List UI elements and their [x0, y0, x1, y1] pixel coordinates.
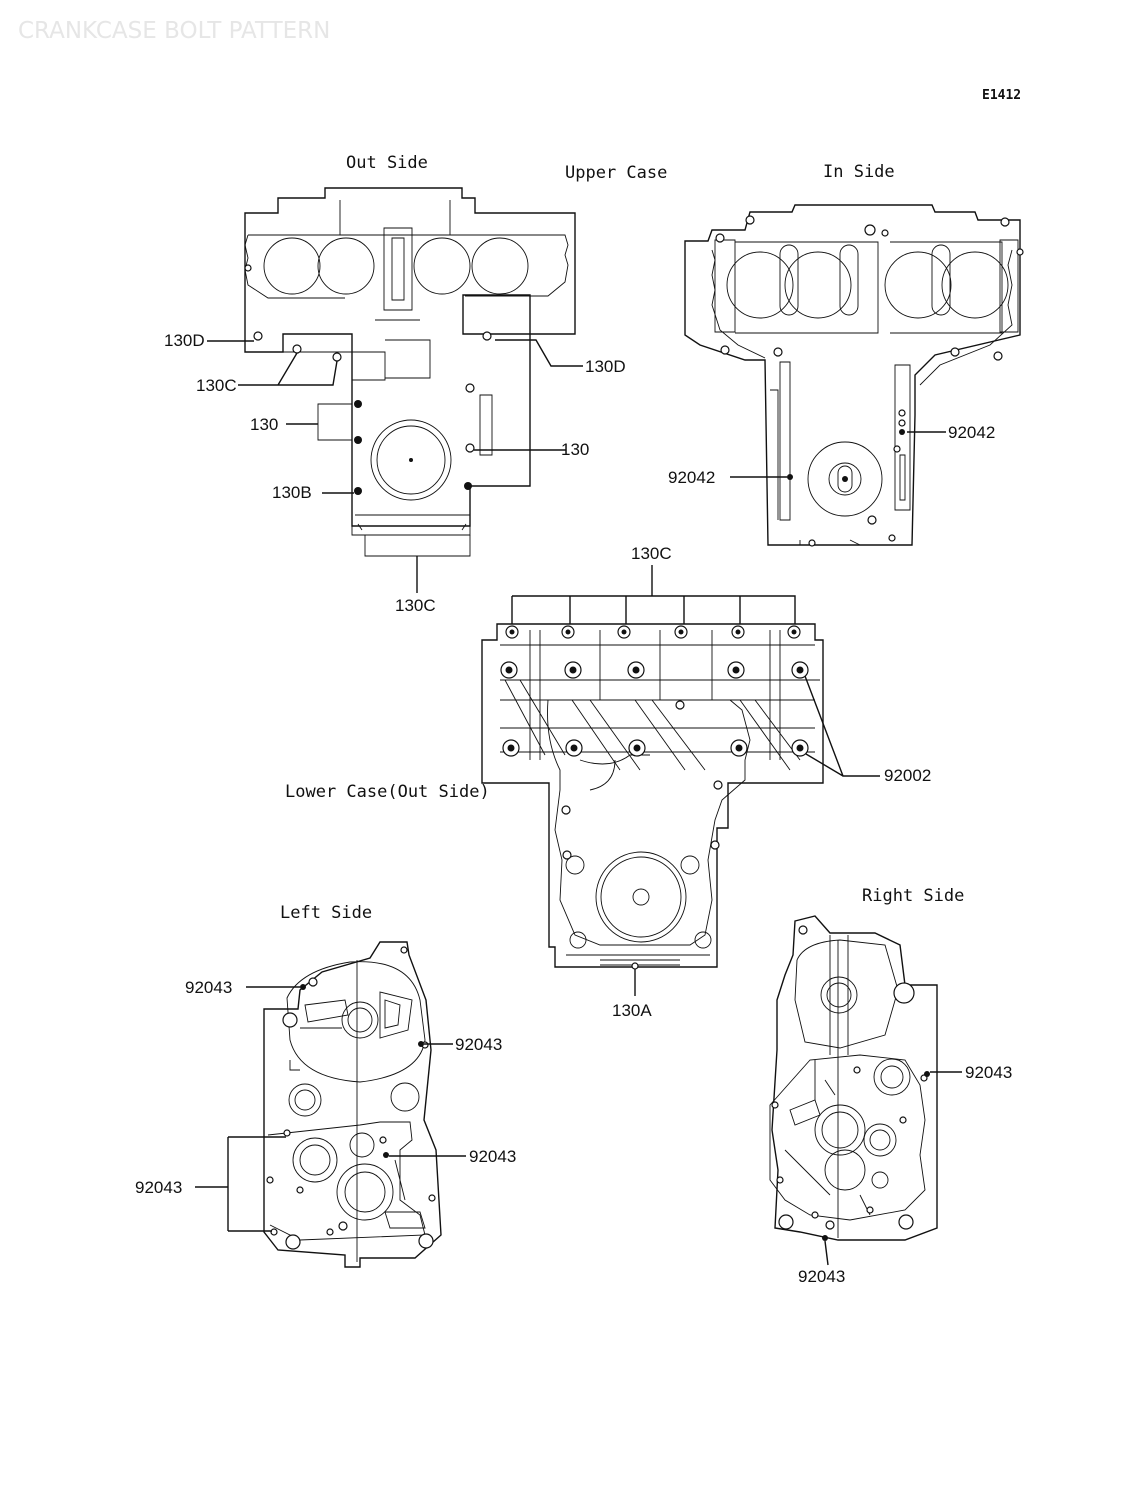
callout-130c-bottom: 130C: [395, 596, 436, 615]
right-side-drawing: [769, 915, 938, 1241]
callout-130d-left: 130D: [164, 331, 205, 350]
view-title-in-side: In Side: [823, 162, 895, 182]
view-title-left-side: Left Side: [280, 903, 372, 923]
view-title-upper-case: Upper Case: [565, 163, 667, 183]
view-title-lower-case: Lower Case(Out Side): [285, 782, 490, 802]
callout-130-left: 130: [250, 415, 278, 434]
page-title: CRANKCASE BOLT PATTERN: [18, 18, 330, 44]
left-side-drawing: [263, 941, 442, 1268]
callout-right-92043-side: 92043: [965, 1063, 1012, 1082]
upper-case-out-side-drawing: [244, 187, 576, 557]
callout-130b: 130B: [272, 483, 312, 502]
callout-130-right: 130: [561, 440, 589, 459]
upper-case-in-side-drawing: [684, 204, 1024, 547]
callout-130c-top: 130C: [631, 544, 672, 563]
drawing-code: E1412: [982, 88, 1021, 103]
callout-right-92043-bottom: 92043: [798, 1267, 845, 1286]
callout-left-92043-lowmid: 92043: [469, 1147, 516, 1166]
upper-out-callout-leaders: [207, 339, 583, 593]
callout-left-92043-top: 92043: [185, 978, 232, 997]
callout-130d-right: 130D: [585, 357, 626, 376]
callout-92042-right: 92042: [948, 423, 995, 442]
lower-case-drawing: [481, 595, 824, 970]
view-title-out-side: Out Side: [346, 153, 428, 173]
callout-92042-left: 92042: [668, 468, 715, 487]
lower-case-bolt-holes: [500, 625, 809, 970]
callout-left-92043-mid: 92043: [455, 1035, 502, 1054]
callout-130c-left: 130C: [196, 376, 237, 395]
callout-130a: 130A: [612, 1001, 652, 1020]
lower-callout-leaders: [634, 565, 880, 996]
view-title-right-side: Right Side: [862, 886, 964, 906]
leader-right-92043-bottom: [824, 1240, 829, 1266]
left-callout-leaders: [195, 986, 466, 1232]
callout-92002: 92002: [884, 766, 931, 785]
callout-left-92043-bracket: 92043: [135, 1178, 182, 1197]
